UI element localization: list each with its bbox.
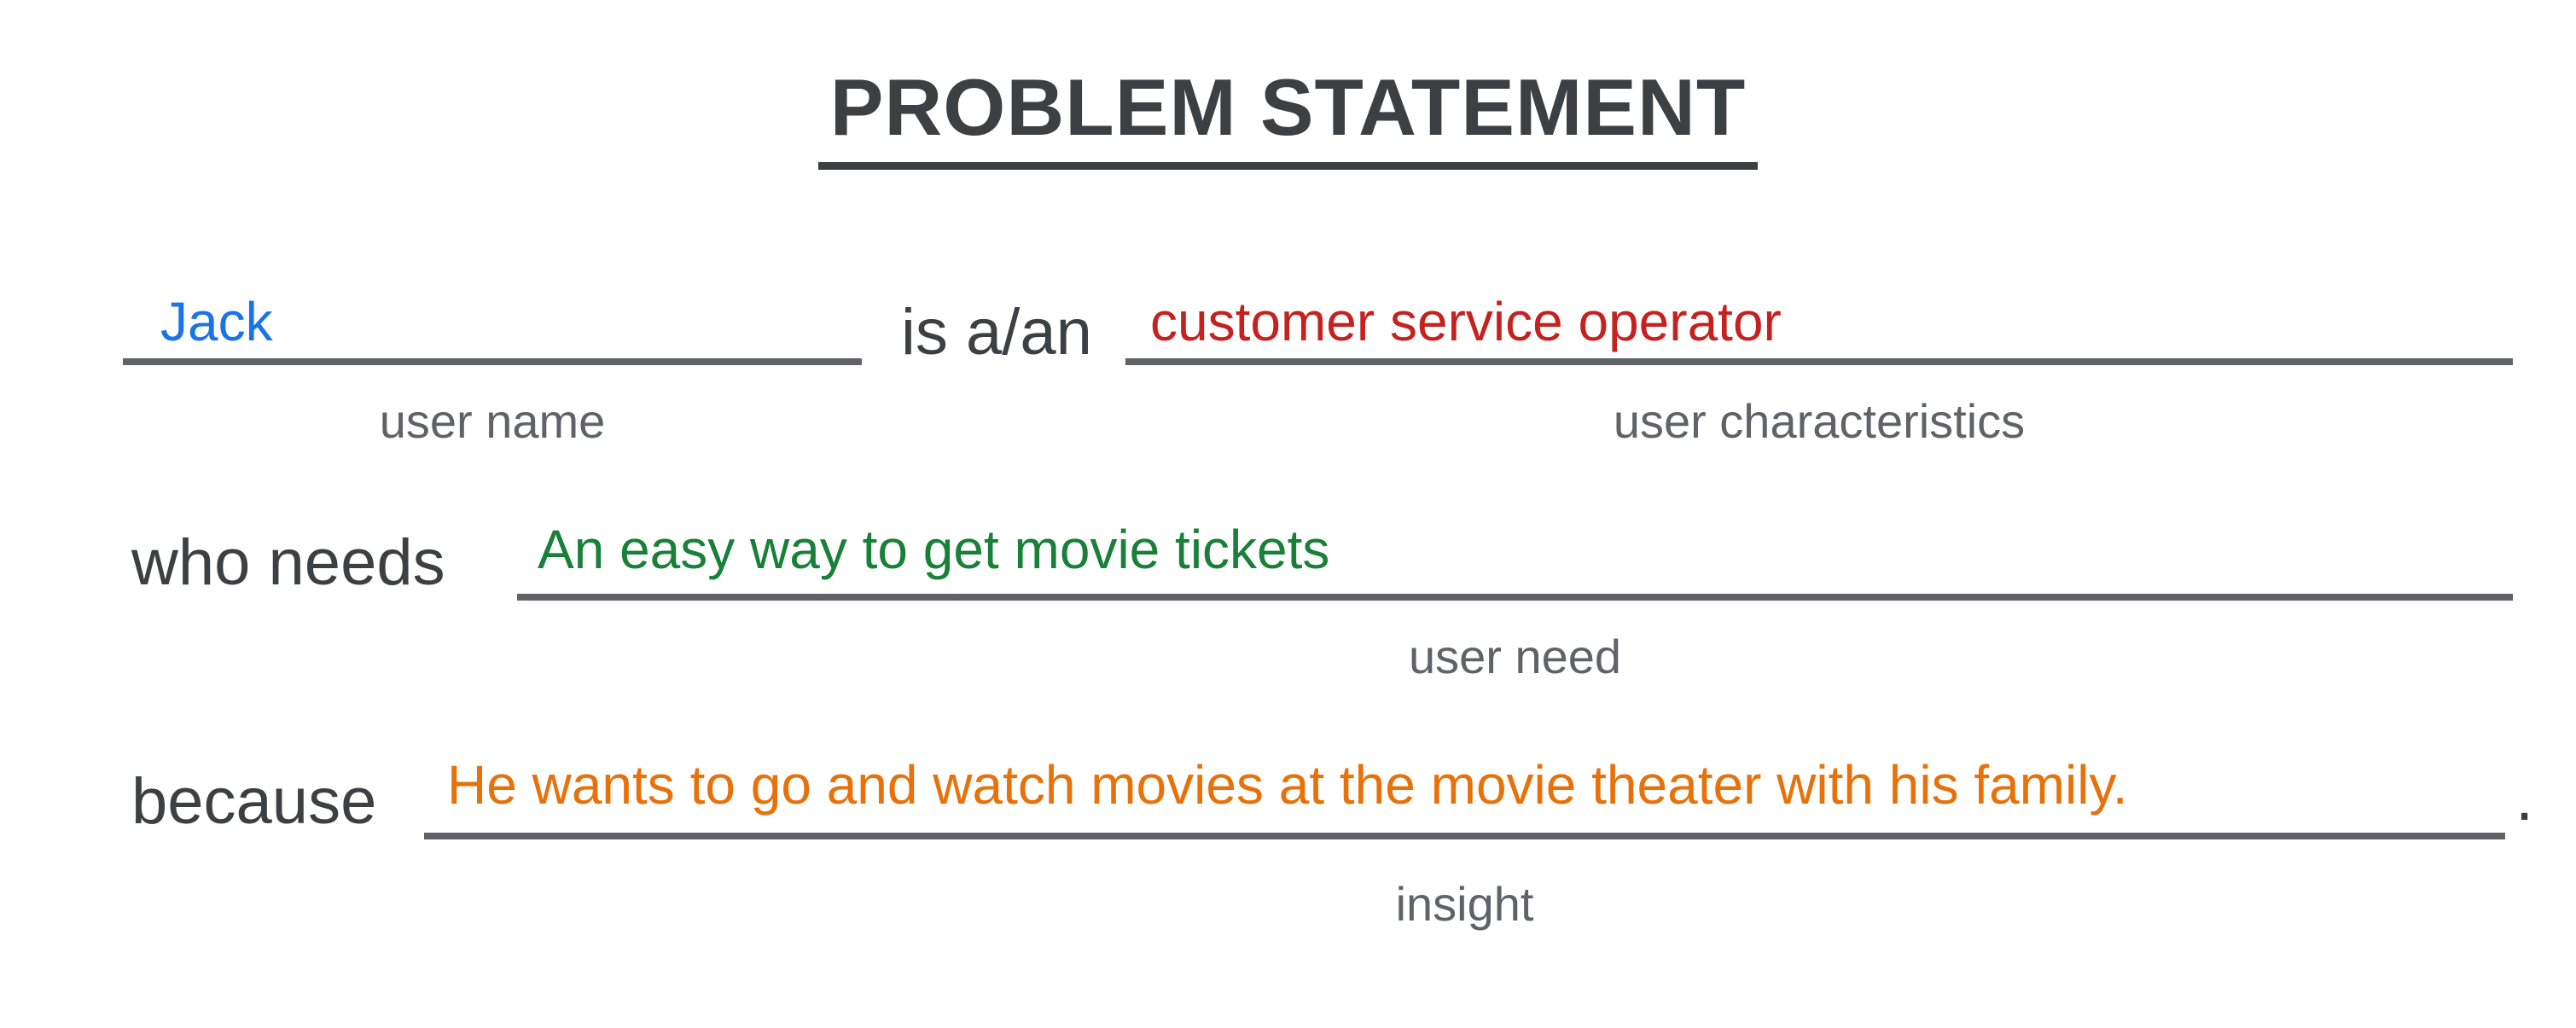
user-name-fill[interactable]: Jack bbox=[160, 291, 273, 352]
page-title: PROBLEM STATEMENT bbox=[817, 61, 1759, 170]
user-characteristics-fill[interactable]: customer service operator bbox=[1150, 291, 1782, 352]
connector-because: because bbox=[131, 765, 377, 838]
insight-blank-line bbox=[424, 833, 2505, 839]
user-characteristics-label: user characteristics bbox=[1613, 394, 2026, 448]
user-name-blank-line bbox=[123, 358, 862, 365]
insight-label: insight bbox=[1395, 877, 1534, 931]
connector-is-a-an: is a/an bbox=[901, 296, 1092, 369]
sentence-end-period: . bbox=[2515, 762, 2534, 834]
title-row: PROBLEM STATEMENT bbox=[0, 61, 2576, 170]
user-need-blank-line bbox=[517, 594, 2513, 601]
user-characteristics-blank-line bbox=[1125, 358, 2513, 365]
user-need-label: user need bbox=[1408, 630, 1622, 683]
user-need-fill[interactable]: An easy way to get movie tickets bbox=[538, 519, 1330, 580]
insight-fill[interactable]: He wants to go and watch movies at the m… bbox=[447, 754, 2128, 816]
user-name-label: user name bbox=[379, 394, 606, 448]
connector-who-needs: who needs bbox=[131, 526, 445, 599]
